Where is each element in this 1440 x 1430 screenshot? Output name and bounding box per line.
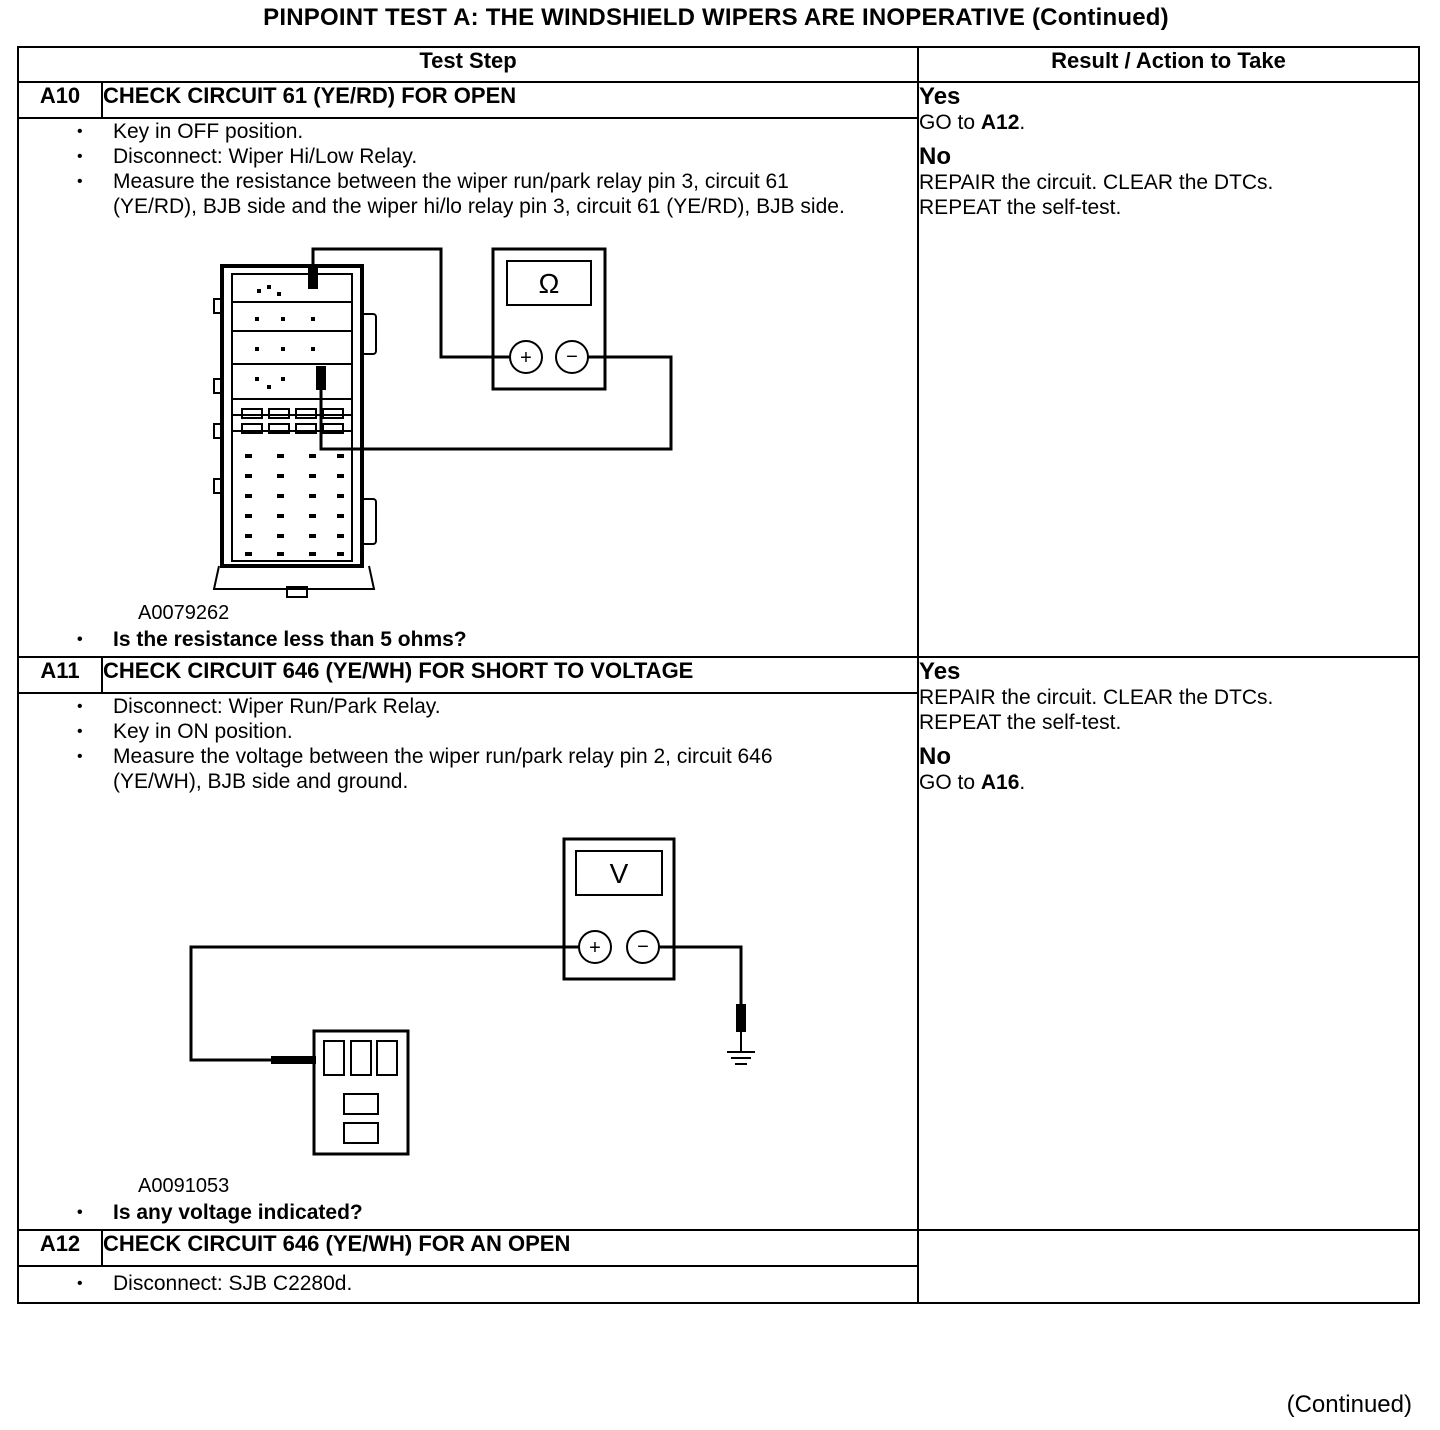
continued-note: (Continued) (1286, 1391, 1412, 1418)
step-a10-title-row: A10 CHECK CIRCUIT 61 (YE/RD) FOR OPEN Ye… (17, 81, 1421, 658)
junction-box-inner (231, 273, 353, 562)
step-a10-result: Yes GO to A12. No REPAIR the circuit. CL… (917, 81, 1421, 658)
ohmmeter-body (491, 247, 607, 391)
svg-text:−: − (637, 936, 649, 958)
instruction-item: Measure the resistance between the wiper… (77, 169, 853, 219)
instruction-item: Key in OFF position. (77, 119, 917, 144)
step-id: A11 (17, 656, 103, 694)
step-reference: A16 (980, 771, 1020, 794)
step-a11-title-row: A11 CHECK CIRCUIT 646 (YE/WH) FOR SHORT … (17, 656, 1421, 1231)
step-a10-body-row: Key in OFF position. Disconnect: Wiper H… (16, 117, 1419, 658)
step-question: Is the resistance less than 5 ohms? (77, 627, 917, 652)
voltmeter-body (562, 837, 676, 981)
relay-socket-block (312, 1029, 410, 1156)
instruction-item: Disconnect: SJB C2280d. (77, 1271, 917, 1296)
step-title: CHECK CIRCUIT 646 (YE/WH) FOR SHORT TO V… (100, 656, 920, 694)
step-a12-body-row: Disconnect: SJB C2280d. (16, 1265, 1419, 1304)
header-test-step: Test Step (16, 46, 920, 83)
instruction-item: Key in ON position. (77, 719, 917, 744)
svg-text:+: + (520, 347, 532, 369)
ohmmeter-display (506, 260, 592, 306)
result-text: GO to A12. (919, 111, 1026, 134)
instruction-item: Measure the voltage between the wiper ru… (77, 744, 833, 794)
voltmeter-symbol: V (610, 858, 629, 889)
probe-ground (736, 1004, 746, 1032)
step-title: CHECK CIRCUIT 61 (YE/RD) FOR OPEN (100, 81, 920, 119)
step-a12-title-row: A12 CHECK CIRCUIT 646 (YE/WH) FOR AN OPE… (17, 1229, 1421, 1304)
step-id: A10 (17, 81, 103, 119)
result-label: Yes (919, 83, 961, 110)
table-header-row: Test Step Result / Action to Take (16, 46, 1421, 83)
pinpoint-test-table: Test Step Result / Action to Take A10 CH… (16, 46, 1421, 1304)
figure-id: A0091053 (138, 1175, 230, 1197)
question-list: Is the resistance less than 5 ohms? (19, 627, 917, 656)
step-title: CHECK CIRCUIT 646 (YE/WH) FOR AN OPEN (100, 1229, 920, 1267)
result-label: No (919, 143, 952, 170)
result-text: REPEAT the self-test. (919, 711, 1122, 734)
step-a11-result: Yes REPAIR the circuit. CLEAR the DTCs. … (917, 656, 1421, 1231)
step-body: Disconnect: Wiper Run/Park Relay. Key in… (16, 692, 920, 1231)
figure-id: A0079262 (138, 602, 230, 624)
relay-voltmeter-diagram: V + − (189, 837, 755, 1156)
result-text: GO to A16. (919, 771, 1026, 794)
voltmeter-display (575, 850, 663, 896)
question-list: Is any voltage indicated? (19, 1200, 917, 1229)
result-text: REPEAT the self-test. (919, 196, 1122, 219)
step-id: A12 (17, 1229, 103, 1267)
result-text: REPAIR the circuit. CLEAR the DTCs. (919, 171, 1274, 194)
instruction-list: Key in OFF position. Disconnect: Wiper H… (19, 119, 917, 219)
step-body: Key in OFF position. Disconnect: Wiper H… (16, 117, 920, 658)
header-result: Result / Action to Take (917, 46, 1421, 83)
instruction-item: Disconnect: Wiper Hi/Low Relay. (77, 144, 917, 169)
result-label: Yes (919, 658, 961, 685)
probe-plus (271, 1056, 316, 1064)
instruction-list: Disconnect: SJB C2280d. (19, 1271, 917, 1296)
instruction-list: Disconnect: Wiper Run/Park Relay. Key in… (19, 694, 917, 794)
step-a11-body-row: Disconnect: Wiper Run/Park Relay. Key in… (16, 692, 1419, 1231)
result-text: REPAIR the circuit. CLEAR the DTCs. (919, 686, 1274, 709)
step-body: Disconnect: SJB C2280d. (16, 1265, 920, 1304)
svg-text:−: − (566, 346, 578, 368)
step-reference: A12 (980, 111, 1020, 134)
step-question: Is any voltage indicated? (77, 1200, 917, 1225)
svg-text:+: + (589, 937, 601, 959)
junction-box-outline (220, 264, 364, 568)
step-a12-result (917, 1229, 1421, 1304)
junction-box-ohmmeter-diagram: Ω + − (212, 247, 673, 598)
ohmmeter-symbol: Ω (539, 268, 560, 299)
page-title: PINPOINT TEST A: THE WINDSHIELD WIPERS A… (263, 4, 1169, 31)
result-label: No (919, 743, 952, 770)
instruction-item: Disconnect: Wiper Run/Park Relay. (77, 694, 917, 719)
